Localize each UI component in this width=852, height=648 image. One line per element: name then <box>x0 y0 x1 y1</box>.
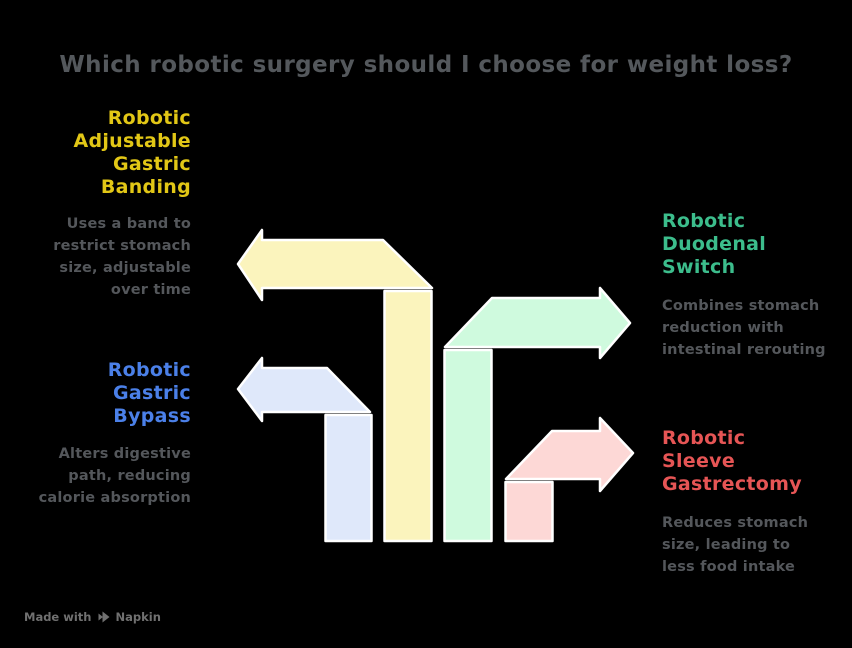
watermark-prefix: Made with <box>24 610 92 624</box>
arrow-sleeve-gastrectomy-shaft <box>504 480 554 543</box>
napkin-logo-icon <box>98 611 109 623</box>
arrow-duodenal-switch-shaft <box>443 348 493 543</box>
section-description-sleeve-gastrectomy: Reduces stomach size, leading to less fo… <box>662 515 809 575</box>
arrow-gastric-bypass-shaft <box>324 413 373 543</box>
section-description-duodenal-switch: Combines stomach reduction with intestin… <box>662 298 826 358</box>
section-label-gastric-bypass: Robotic Gastric Bypass <box>107 359 191 427</box>
watermark: Made with Napkin <box>24 610 161 624</box>
section-label-sleeve-gastrectomy: Robotic Sleeve Gastrectomy <box>662 427 802 495</box>
section-label-gastric-banding: Robotic Adjustable Gastric Banding <box>73 107 191 198</box>
section-description-gastric-banding: Uses a band to restrict stomach size, ad… <box>53 216 191 298</box>
arrow-sleeve-gastrectomy-elbow <box>504 416 635 493</box>
arrow-gastric-bypass-elbow <box>236 356 372 423</box>
arrow-gastric-banding-elbow <box>236 228 434 302</box>
arrow-duodenal-switch-elbow <box>443 286 632 360</box>
watermark-brand: Napkin <box>115 610 161 624</box>
page-title: Which robotic surgery should I choose fo… <box>59 52 793 78</box>
section-description-gastric-bypass: Alters digestive path, reducing calorie … <box>38 446 191 506</box>
section-label-duodenal-switch: Robotic Duodenal Switch <box>662 210 767 278</box>
arrow-gastric-banding-shaft <box>383 289 433 543</box>
